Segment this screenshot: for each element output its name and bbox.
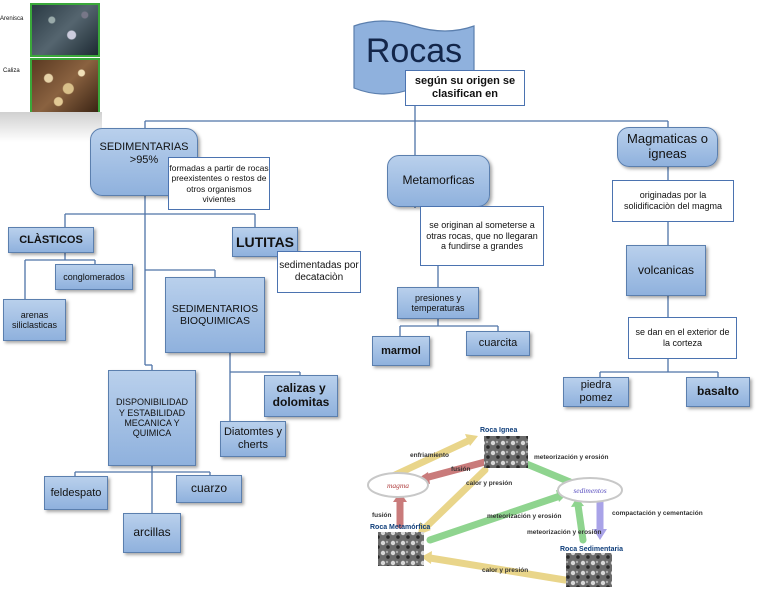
fusion-label-1: fusión bbox=[451, 466, 471, 473]
cuarzo-box: cuarzo bbox=[176, 475, 242, 503]
arrow-ignea-to-meta bbox=[421, 466, 489, 532]
calor-presion-label-2: calor y presión bbox=[482, 567, 528, 574]
sedimentos-label: sedimentos bbox=[573, 486, 606, 495]
diatomtes-box: Diatomtes y cherts bbox=[220, 421, 286, 457]
roca-sedimentaria-image bbox=[566, 553, 612, 587]
roca-sedimentaria-label: Roca Sedimentaria bbox=[560, 546, 623, 553]
marmol-box: marmol bbox=[372, 336, 430, 366]
arrowhead-rsed-to-meta bbox=[421, 551, 432, 564]
rock-photos: Arenisca Caliza bbox=[0, 0, 102, 142]
roca-ignea-image bbox=[484, 436, 528, 468]
calor-presion-1-line: calor y presión bbox=[466, 480, 512, 487]
metamorficas-box: Metamorficas bbox=[387, 155, 490, 207]
meteorizacion-label-3: meteorización y erosión bbox=[527, 529, 601, 536]
arrowhead-sed-to-rsed bbox=[593, 529, 607, 540]
compactacion-label: compactación y cementación bbox=[612, 510, 703, 517]
arrow-ignea-to-magma bbox=[421, 458, 489, 482]
meteorizacion-label-1: meteorización y erosión bbox=[534, 454, 608, 461]
lutitas-desc: sedimentadas por decataciòn bbox=[277, 251, 361, 293]
presiones-box: presiones y temperaturas bbox=[397, 287, 479, 319]
photo-reflection bbox=[0, 112, 102, 142]
volcanicas-box: volcanicas bbox=[626, 245, 706, 296]
cuarcita-box: cuarcita bbox=[466, 331, 530, 356]
arrow-rsed-to-sed bbox=[574, 501, 587, 544]
enfriamiento-label: enfriamiento bbox=[410, 452, 449, 459]
arenisca-label: Arenisca bbox=[0, 16, 24, 22]
disponibilidad-box: DISPONIBILIDAD Y ESTABILIDAD MECANICA Y … bbox=[108, 370, 196, 466]
calor-presion-label-1: calor y presión bbox=[466, 480, 512, 487]
feldespato-box: feldespato bbox=[44, 476, 108, 510]
arrowhead-magma-to-ignea bbox=[465, 434, 478, 446]
meteorizacion-label-2: meteorización y erosión bbox=[487, 513, 561, 520]
arcillas-box: arcillas bbox=[123, 513, 181, 553]
clasticos-box: CLÀSTICOS bbox=[8, 227, 94, 253]
arrow-meta-to-sed bbox=[426, 492, 564, 544]
magmaticas-box: Magmaticas o igneas bbox=[617, 127, 718, 167]
magma-label: magma bbox=[387, 481, 409, 490]
sedimentarias-desc: formadas a partir de rocas preexistentes… bbox=[168, 157, 270, 210]
cycle-arrows bbox=[391, 434, 607, 584]
calizas-box: calizas y dolomitas bbox=[264, 375, 338, 417]
roca-metamorfica-image bbox=[378, 532, 424, 566]
fusion-label-2: fusión bbox=[372, 512, 392, 519]
arenisca-photo bbox=[30, 3, 100, 57]
metamorficas-desc: se originan al someterse a otras rocas, … bbox=[420, 206, 544, 266]
exterior-desc: se dan en el exterior de la corteza bbox=[628, 317, 737, 359]
bioquimicas-box: SEDIMENTARIOS BIOQUIMICAS bbox=[165, 277, 265, 353]
conglomerados-box: conglomerados bbox=[55, 264, 133, 290]
roca-metamorfica-label: Roca Metamórfica bbox=[370, 524, 430, 531]
magma-oval bbox=[367, 472, 429, 498]
arrowhead-ignea-to-meta bbox=[418, 522, 431, 535]
roca-ignea-label: Roca Ignea bbox=[480, 427, 517, 434]
title-rocas: Rocas bbox=[365, 32, 463, 70]
magmaticas-desc: originadas por la solidificaciòn del mag… bbox=[612, 180, 734, 222]
caliza-label: Caliza bbox=[3, 68, 20, 74]
title-subtitle: según su origen se clasifican en bbox=[405, 70, 525, 106]
basalto-box: basalto bbox=[686, 377, 750, 407]
arrow-rsed-to-meta bbox=[426, 554, 569, 584]
arenas-box: arenas siliclasticas bbox=[3, 299, 66, 341]
piedra-pomez-box: piedra pomez bbox=[563, 377, 629, 407]
arrow-magma-to-ignea bbox=[391, 436, 474, 479]
sedimentos-oval bbox=[557, 477, 623, 503]
